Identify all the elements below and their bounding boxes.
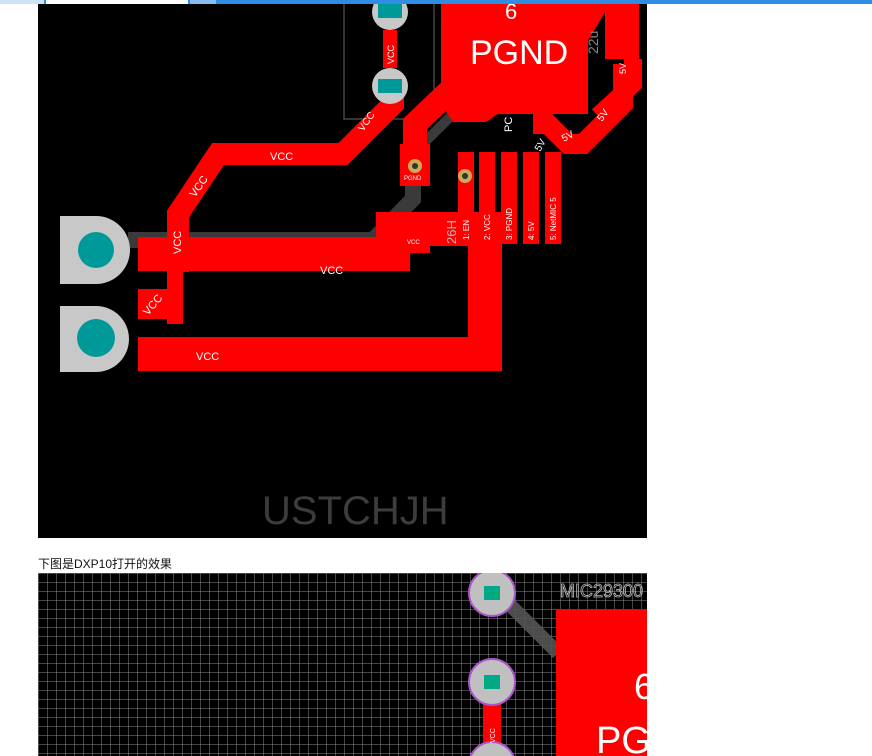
net-label-vcc: VCC — [490, 728, 497, 743]
ref-rotated: 26H — [444, 220, 459, 244]
net-label-vcc: VCC — [172, 231, 184, 254]
via-center — [484, 675, 500, 689]
pcb-render-image-dxp10: PGND VCC VCC MIC29300 6 PG — [38, 573, 647, 756]
cap-value: 22u — [585, 31, 601, 54]
via-label: PGND — [485, 592, 500, 598]
via-pad — [469, 741, 515, 756]
pad-center — [378, 4, 402, 18]
net-label-vcc: VCC — [320, 265, 343, 277]
tab-active[interactable] — [46, 0, 188, 4]
pad-label-vcc: VCC — [407, 240, 420, 246]
ic-pin-5 — [545, 152, 561, 244]
pad-label-pgnd: PGND — [404, 176, 422, 182]
pcb-bottom-canvas: PGND VCC VCC MIC29300 6 PG — [38, 573, 647, 756]
pin-label-2: 2: VCC — [483, 214, 492, 240]
5v-trace-right — [591, 59, 642, 123]
net-label-5v: 5V — [618, 63, 628, 74]
via-label: VCC — [486, 681, 497, 687]
vcc-loop — [138, 212, 502, 371]
net-label-vcc: VCC — [386, 44, 396, 64]
net-label-5v: 5V — [533, 137, 549, 153]
5v-cap-pad — [605, 4, 639, 59]
browser-tab-strip — [0, 0, 872, 4]
pin-label-1: 1: EN — [462, 220, 471, 240]
ic-pin-4 — [523, 152, 539, 244]
pcb-render-image: PGND 6 VCC VCC VCC VCC VCC VCC VCC VCC 5… — [38, 4, 647, 538]
net-label-5v: 5V — [560, 129, 576, 145]
tab-inactive-2[interactable] — [190, 0, 216, 4]
vcc-pad — [400, 219, 430, 253]
caption-text: 下图是DXP10打开的效果 — [38, 557, 173, 571]
pin-label-3: 3: PGND — [505, 208, 514, 240]
big-digit: 6 — [634, 666, 647, 707]
ic-pin-3 — [501, 152, 517, 244]
via-hole — [462, 173, 468, 179]
connector-hole — [78, 232, 114, 268]
pad-digit: 6 — [505, 4, 517, 24]
pad-neck — [383, 30, 397, 68]
copper-neck — [483, 693, 501, 756]
pin-label-5: 5: NetMIC 5 — [549, 197, 558, 240]
pin-label-4: 4: 5V — [527, 221, 536, 240]
pgnd-copper-pour-right — [569, 4, 610, 44]
via-center — [484, 586, 500, 600]
net-label-pgnd: PGND — [470, 34, 568, 72]
tab-inactive[interactable] — [0, 0, 44, 4]
pg-partial: PC — [503, 117, 515, 132]
ic-pin-2 — [479, 152, 495, 244]
vcc-loop-inner — [183, 272, 453, 324]
silk-text: USTCHJH — [262, 489, 449, 533]
grey-track — [503, 598, 563, 658]
pcb-top-canvas: PGND 6 VCC VCC VCC VCC VCC VCC VCC VCC 5… — [60, 4, 642, 533]
via-hole — [412, 163, 418, 169]
pgnd-copper-pour — [441, 4, 588, 122]
connector-hole — [77, 319, 115, 357]
silk-text: MIC29300 — [560, 581, 643, 601]
grid-background — [38, 573, 647, 756]
pad-center — [378, 79, 402, 93]
big-text: PG — [596, 720, 647, 756]
net-label-vcc: VCC — [196, 351, 219, 363]
copper-pour — [556, 609, 647, 756]
net-label-vcc: VCC — [270, 151, 293, 163]
